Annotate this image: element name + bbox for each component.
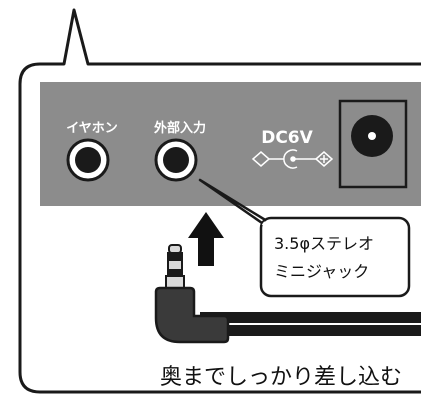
earphone-jack [66,138,110,182]
insert-arrow-icon [188,212,224,266]
dc-power-socket [338,99,408,189]
mini-plug-body [154,286,230,344]
dc-voltage-label: DC6V [261,128,313,148]
callout-line-1: 3.5φステレオ [274,234,374,253]
caption-text: 奥までしっかり差し込む [160,365,402,390]
external-input-jack [154,138,198,182]
external-input-jack-label: 外部入力 [153,120,206,136]
callout-bubble [259,216,411,298]
plug-cable [200,312,421,336]
earphone-jack-label: イヤホン [66,121,118,136]
callout-line-2: ミニジャック [274,262,369,281]
polarity-symbol-icon [251,149,334,169]
mini-plug-tip [165,244,185,291]
